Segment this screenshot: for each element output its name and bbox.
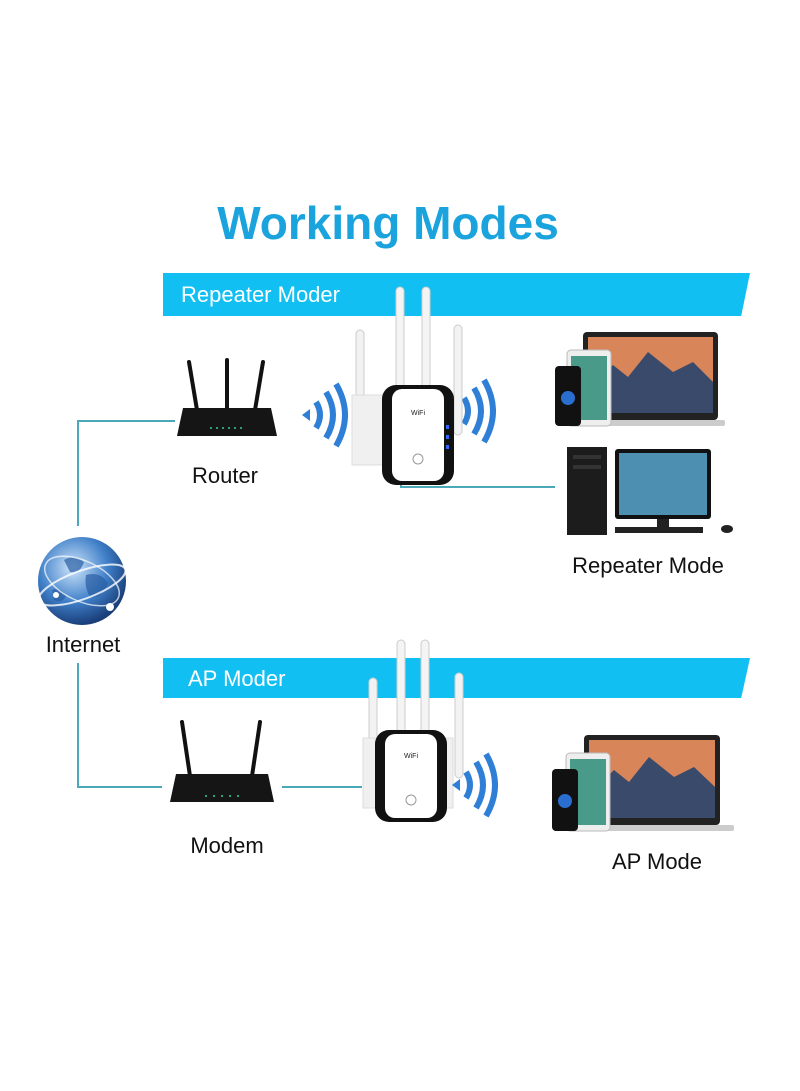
repeater-mode-banner: Repeater Moder <box>163 273 750 316</box>
connection-line <box>77 420 79 526</box>
repeater-mode-label: Repeater Mode <box>572 553 724 578</box>
wifi-repeater-device-icon: WiFi <box>362 639 464 822</box>
internet-label: Internet <box>45 632 121 657</box>
laptop-tablet-phone-icon <box>555 332 725 427</box>
repeater-wifi-text: WiFi <box>411 410 425 417</box>
connection-line <box>400 486 555 488</box>
page-title: Working Modes <box>217 197 559 249</box>
connection-line <box>77 786 162 788</box>
connection-line <box>77 663 79 788</box>
internet-globe-icon <box>37 537 127 625</box>
repeater-mode-banner-text: Repeater Moder <box>181 282 340 307</box>
connection-line <box>77 420 175 422</box>
laptop-tablet-phone-icon <box>552 735 734 832</box>
router-icon <box>177 358 277 436</box>
router-label: Router <box>191 463 259 488</box>
desktop-computer-icon <box>567 447 733 535</box>
wifi-signal-icon <box>302 382 348 448</box>
repeater-wifi-text: WiFi <box>404 753 418 760</box>
connection-line <box>282 786 362 788</box>
ap-mode-label: AP Mode <box>611 849 703 874</box>
modem-label: Modem <box>190 833 264 858</box>
wifi-signal-icon <box>452 752 498 818</box>
wifi-repeater-device-icon: WiFi <box>351 286 463 485</box>
ap-mode-banner-text: AP Moder <box>188 666 286 691</box>
modem-icon <box>170 720 274 802</box>
